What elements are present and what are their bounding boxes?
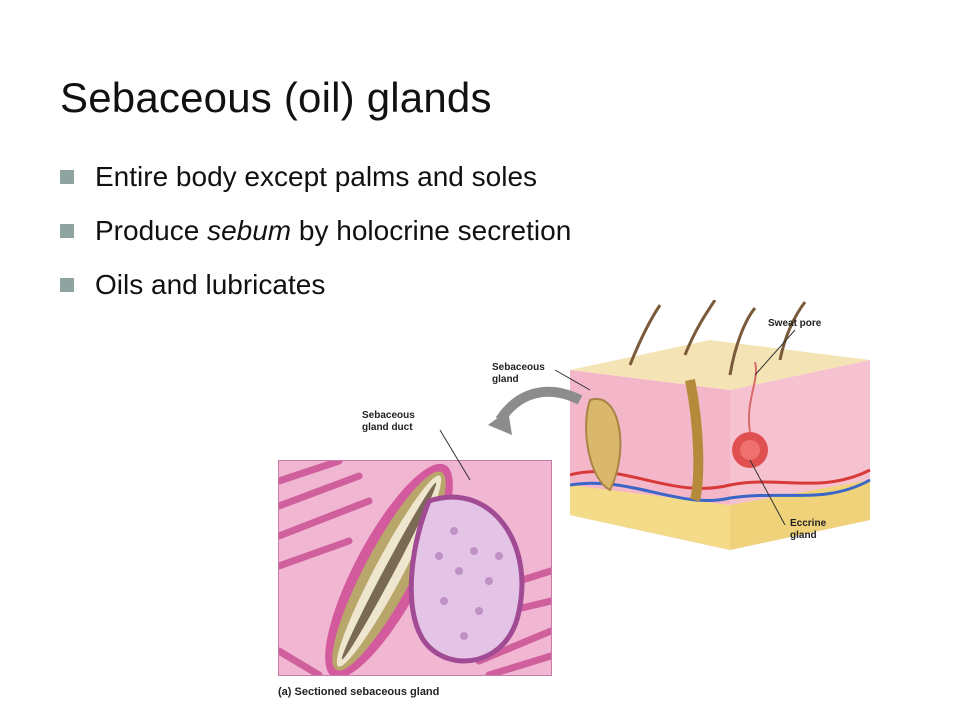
skin-block-diagram xyxy=(570,300,880,560)
label-line: gland xyxy=(790,530,817,541)
figure-caption: (a) Sectioned sebaceous gland xyxy=(278,686,440,698)
bullet-text-emph: sebum xyxy=(207,215,292,246)
square-bullet-icon xyxy=(60,170,74,184)
label-sebaceous-gland: Sebaceous gland xyxy=(492,362,545,386)
label-line: Sebaceous xyxy=(362,410,415,421)
square-bullet-icon xyxy=(60,278,74,292)
bullet-text: Entire body except palms and soles xyxy=(95,161,538,192)
sebaceous-gland-figure: Sweat pore Sebaceous gland Sebaceous gla… xyxy=(270,300,890,710)
label-eccrine-gland: Eccrine gland xyxy=(790,518,826,542)
curved-arrow-icon xyxy=(488,386,583,435)
bullet-item: Oils and lubricates xyxy=(60,258,571,312)
micrograph-image xyxy=(278,460,552,676)
bullet-list: Entire body except palms and soles Produ… xyxy=(60,150,571,312)
label-sebaceous-gland-duct: Sebaceous gland duct xyxy=(362,410,415,434)
label-line: Eccrine xyxy=(790,518,827,529)
bullet-item: Entire body except palms and soles xyxy=(60,150,571,204)
bullet-text-pre: Produce xyxy=(95,215,208,246)
label-line: gland xyxy=(492,374,519,385)
bullet-text-post: by holocrine secretion xyxy=(291,215,572,246)
label-line: gland duct xyxy=(362,422,413,433)
bullet-text: Oils and lubricates xyxy=(95,269,326,300)
label-line: Sebaceous xyxy=(492,362,545,373)
square-bullet-icon xyxy=(60,224,74,238)
label-sweat-pore: Sweat pore xyxy=(768,318,822,329)
slide-title: Sebaceous (oil) glands xyxy=(60,74,492,121)
leader-lines xyxy=(439,329,796,526)
bullet-item: Produce sebum by holocrine secretion xyxy=(60,204,571,258)
